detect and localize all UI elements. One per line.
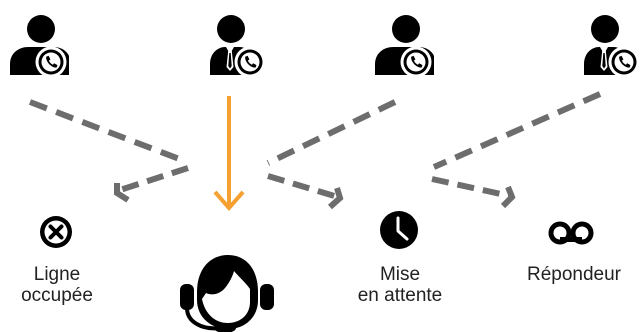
hold-label-line2: en attente [357, 285, 443, 306]
dashed-routing-arrows [28, 91, 602, 210]
busy-label-line1: Ligne [33, 264, 81, 285]
voicemail-label: Répondeur [514, 264, 634, 285]
voicemail-icon [548, 221, 594, 245]
hold-label-line1: Mise [379, 264, 421, 285]
dashed-arrow-to-busy-head [114, 183, 130, 203]
busy-label: Ligne occupée [10, 264, 104, 306]
headset-agent-icon [180, 255, 274, 332]
clock-icon [380, 211, 418, 249]
dashed-arrow-caller3 [266, 99, 397, 166]
dashed-arrow-caller4 [432, 91, 602, 170]
person-phone-icon [375, 15, 434, 78]
hold-label: Mise en attente [345, 264, 455, 306]
busy-label-line2: occupée [21, 285, 93, 306]
dashed-arrow-to-hold [267, 173, 339, 200]
dashed-arrow-caller1 [28, 99, 184, 163]
dashed-arrow-to-busy [116, 165, 189, 194]
main-orange-arrow [213, 96, 245, 212]
dashed-arrow-to-voicemail-head [500, 185, 516, 209]
dashed-arrow-to-hold-head [327, 187, 344, 210]
businessman-phone-icon [210, 15, 266, 78]
businessman-phone-icon [584, 15, 640, 78]
voicemail-label-text: Répondeur [526, 264, 622, 285]
person-phone-icon [10, 15, 69, 78]
dashed-arrow-to-voicemail [431, 176, 511, 199]
busy-x-icon [40, 216, 72, 248]
